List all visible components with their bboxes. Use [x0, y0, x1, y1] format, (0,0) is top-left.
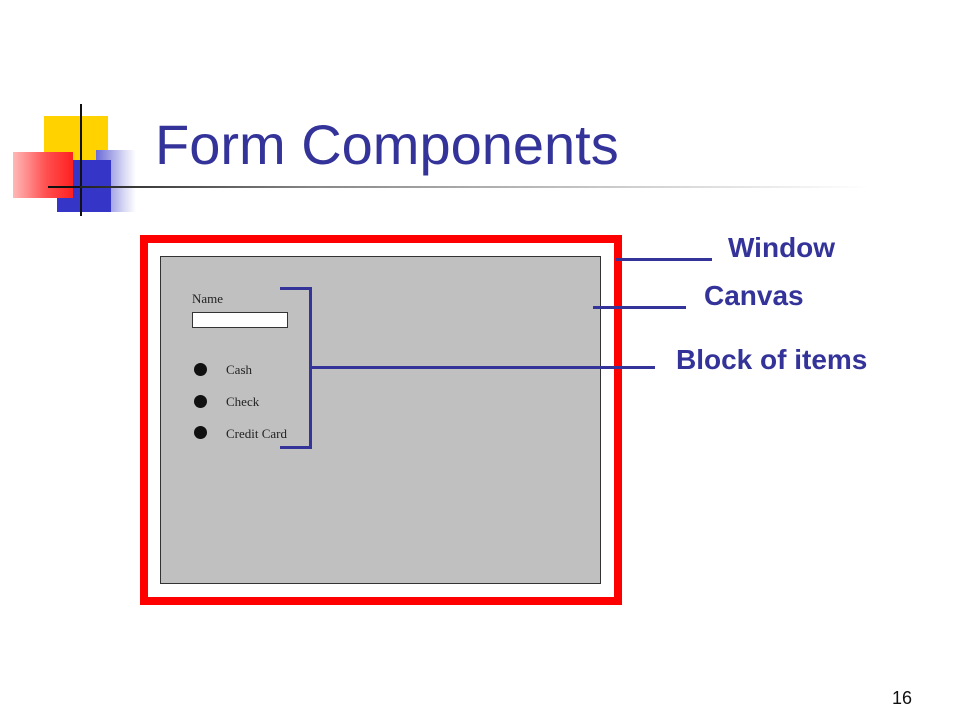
logo-red-square [13, 152, 73, 198]
block-bracket-bottom [280, 446, 312, 449]
radio-check[interactable] [194, 395, 207, 408]
logo-vertical-line [80, 104, 82, 216]
block-bracket-side [309, 287, 312, 449]
callout-window: Window [728, 232, 836, 263]
callout-block-of-items: Block of items [676, 344, 868, 375]
radio-label-cash: Cash [226, 362, 252, 377]
slide-title: Form Components [155, 113, 619, 176]
canvas-area [160, 256, 601, 584]
slide-number: 16 [891, 688, 912, 708]
title-underline [80, 186, 870, 188]
block-pointer-line [312, 366, 655, 369]
radio-label-credit-card: Credit Card [226, 426, 288, 441]
callout-canvas: Canvas [704, 280, 804, 311]
block-bracket-top [280, 287, 312, 290]
radio-label-check: Check [226, 394, 260, 409]
window-pointer-line [616, 258, 712, 261]
name-label: Name [192, 291, 224, 306]
slide-logo-decoration [0, 0, 140, 230]
radio-credit-card[interactable] [194, 426, 207, 439]
canvas-pointer-line [593, 306, 686, 309]
radio-cash[interactable] [194, 363, 207, 376]
name-input[interactable] [192, 312, 288, 328]
